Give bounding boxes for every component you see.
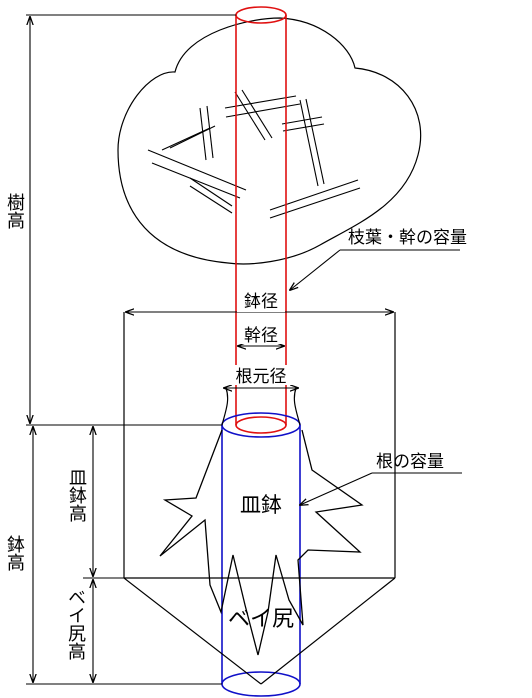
root-flare (221, 387, 301, 426)
trunk-diameter-label: 幹径 (244, 325, 278, 346)
bay-bottom-height-label: ベイ尻高 (65, 588, 86, 660)
reference-lines (26, 14, 236, 685)
pot-outline (123, 312, 396, 685)
leader-lines (290, 249, 462, 505)
root-volume-leader (300, 472, 373, 505)
branch-trunk-volume-label: 枝葉・幹の容量 (348, 227, 467, 248)
tree-crown-outline (117, 17, 422, 265)
bay-bottom-label: ベイ尻 (228, 607, 294, 632)
root-outline (159, 429, 364, 656)
dimension-lines (30, 17, 393, 682)
pot-diameter-label: 鉢径 (244, 292, 278, 312)
root-cylinder (221, 412, 301, 697)
root-base-diameter-label: 根元径 (236, 367, 287, 387)
branch-trunk-volume-leader (290, 249, 341, 290)
root-volume-label: 根の容量 (376, 452, 444, 472)
tree-height-label: 樹高 (4, 193, 25, 229)
pot-height-label: 鉢高 (4, 535, 25, 571)
branch-lines (147, 89, 361, 219)
trunk-cylinder (235, 6, 287, 434)
plate-pot-height-label: 皿鉢高 (66, 468, 87, 522)
plate-pot-label: 皿鉢 (240, 493, 282, 517)
